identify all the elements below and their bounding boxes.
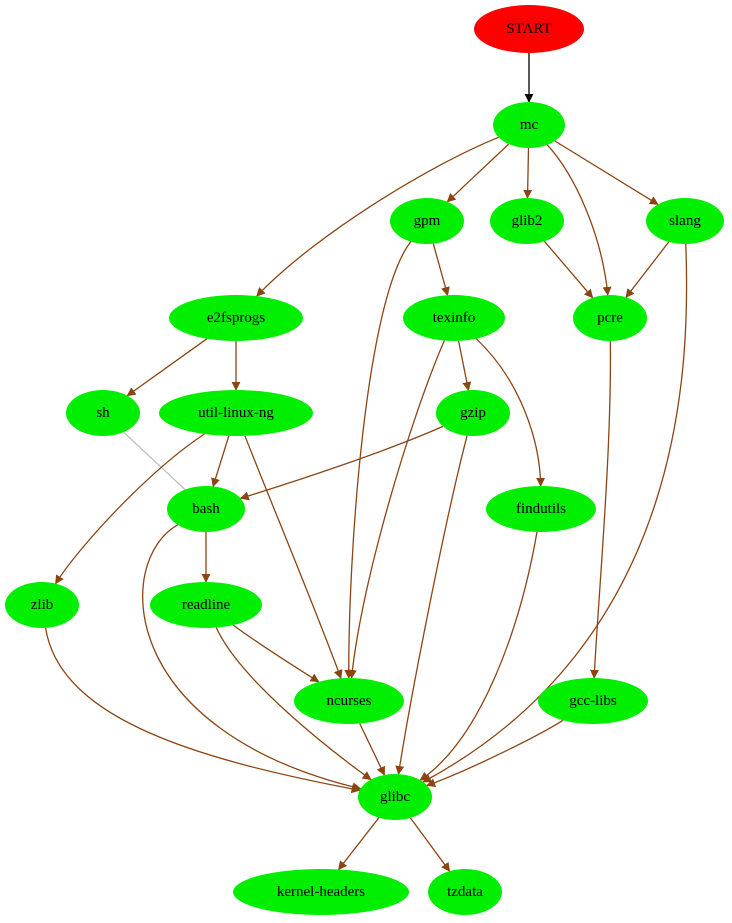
edge-e2fsprogs-to-sh bbox=[126, 338, 208, 397]
edge-gpm-to-texinfo bbox=[432, 243, 450, 297]
node-label-util-linux-ng: util-linux-ng bbox=[198, 405, 274, 421]
node-shape-pcre bbox=[573, 295, 647, 341]
node-shape-ncurses bbox=[294, 678, 404, 724]
edges-layer bbox=[44, 53, 688, 872]
node-label-sh: sh bbox=[96, 405, 110, 421]
edge-ncurses-to-glibc bbox=[359, 723, 385, 776]
node-shape-zlib bbox=[5, 582, 79, 628]
node-readline: readline bbox=[150, 582, 262, 628]
edge-texinfo-to-ncurses bbox=[347, 340, 445, 679]
edge-mc-to-e2fsprogs bbox=[256, 136, 499, 297]
node-sh: sh bbox=[66, 390, 140, 436]
node-label-gpm: gpm bbox=[414, 213, 441, 229]
edge-readline-to-glibc bbox=[215, 627, 372, 781]
node-label-gcc-libs: gcc-libs bbox=[569, 693, 617, 709]
node-label-e2fsprogs: e2fsprogs bbox=[207, 310, 265, 326]
node-label-findutils: findutils bbox=[516, 501, 566, 517]
node-glib2: glib2 bbox=[490, 198, 564, 244]
edge-glib2-to-pcre bbox=[543, 240, 594, 299]
node-START: START bbox=[474, 5, 584, 53]
node-label-zlib: zlib bbox=[31, 597, 54, 613]
node-shape-slang bbox=[646, 198, 724, 244]
node-mc: mc bbox=[493, 102, 565, 148]
edge-zlib-to-glibc bbox=[44, 627, 361, 794]
node-kernel-headers: kernel-headers bbox=[233, 869, 409, 915]
edge-pcre-to-gcc-libs bbox=[590, 340, 612, 679]
edge-readline-to-ncurses bbox=[232, 624, 320, 683]
node-zlib: zlib bbox=[5, 582, 79, 628]
node-shape-readline bbox=[150, 582, 262, 628]
edge-glibc-to-kernel-headers bbox=[338, 817, 380, 871]
edge-mc-to-glib2 bbox=[523, 147, 533, 199]
edge-gpm-to-ncurses bbox=[344, 241, 412, 679]
node-label-tzdata: tzdata bbox=[447, 884, 483, 900]
node-label-kernel-headers: kernel-headers bbox=[277, 884, 365, 900]
node-label-gzip: gzip bbox=[460, 405, 486, 421]
node-label-slang: slang bbox=[669, 213, 701, 229]
node-shape-gzip bbox=[436, 390, 510, 436]
edge-util-linux-ng-to-ncurses bbox=[244, 435, 343, 680]
nodes-layer: START mc gpm glib2 slang e2fsprogs texinfo pcre… bbox=[5, 5, 724, 915]
node-label-mc: mc bbox=[520, 117, 539, 133]
edge-slang-to-pcre bbox=[625, 241, 670, 299]
edge-glibc-to-tzdata bbox=[409, 817, 451, 872]
node-shape-kernel-headers bbox=[233, 869, 409, 915]
edge-texinfo-to-gzip bbox=[457, 340, 472, 392]
node-label-START: START bbox=[506, 21, 551, 37]
node-shape-texinfo bbox=[403, 295, 505, 341]
edge-mc-to-slang bbox=[554, 140, 659, 205]
edge-gzip-to-glibc bbox=[395, 435, 468, 775]
node-shape-tzdata bbox=[428, 869, 502, 915]
node-tzdata: tzdata bbox=[428, 869, 502, 915]
node-label-glib2: glib2 bbox=[512, 213, 543, 229]
edge-gcc-libs-to-glibc bbox=[426, 719, 564, 787]
edge-util-linux-ng-to-bash bbox=[211, 435, 230, 488]
node-shape-findutils bbox=[486, 486, 596, 532]
node-label-readline: readline bbox=[182, 597, 231, 613]
node-shape-gcc-libs bbox=[538, 678, 648, 724]
node-e2fsprogs: e2fsprogs bbox=[169, 295, 303, 341]
node-shape-glibc bbox=[358, 774, 432, 820]
edge-util-linux-ng-to-zlib bbox=[55, 433, 205, 585]
node-shape-START bbox=[474, 5, 584, 53]
node-gzip: gzip bbox=[436, 390, 510, 436]
edge-slang-to-glibc bbox=[422, 243, 688, 783]
node-shape-e2fsprogs bbox=[169, 295, 303, 341]
node-label-ncurses: ncurses bbox=[327, 693, 372, 709]
node-shape-util-linux-ng bbox=[159, 390, 313, 436]
node-gpm: gpm bbox=[390, 198, 464, 244]
node-glibc: glibc bbox=[358, 774, 432, 820]
edge-sh-to-bash bbox=[123, 431, 186, 491]
edge-texinfo-to-findutils bbox=[475, 338, 546, 487]
node-shape-glib2 bbox=[490, 198, 564, 244]
edge-mc-to-gpm bbox=[446, 143, 510, 203]
node-label-texinfo: texinfo bbox=[433, 310, 476, 326]
node-label-bash: bash bbox=[192, 501, 220, 517]
node-shape-sh bbox=[66, 390, 140, 436]
edge-bash-to-glibc bbox=[142, 524, 362, 792]
node-pcre: pcre bbox=[573, 295, 647, 341]
node-gcc-libs: gcc-libs bbox=[538, 678, 648, 724]
edge-findutils-to-glibc bbox=[419, 531, 538, 781]
node-shape-gpm bbox=[390, 198, 464, 244]
node-shape-mc bbox=[493, 102, 565, 148]
node-util-linux-ng: util-linux-ng bbox=[159, 390, 313, 436]
node-bash: bash bbox=[167, 486, 245, 532]
node-findutils: findutils bbox=[486, 486, 596, 532]
node-texinfo: texinfo bbox=[403, 295, 505, 341]
node-label-pcre: pcre bbox=[597, 310, 623, 326]
edge-gzip-to-bash bbox=[239, 425, 444, 501]
node-slang: slang bbox=[646, 198, 724, 244]
node-ncurses: ncurses bbox=[294, 678, 404, 724]
node-shape-bash bbox=[167, 486, 245, 532]
edge-mc-to-pcre bbox=[546, 144, 612, 296]
node-label-glibc: glibc bbox=[380, 789, 410, 805]
